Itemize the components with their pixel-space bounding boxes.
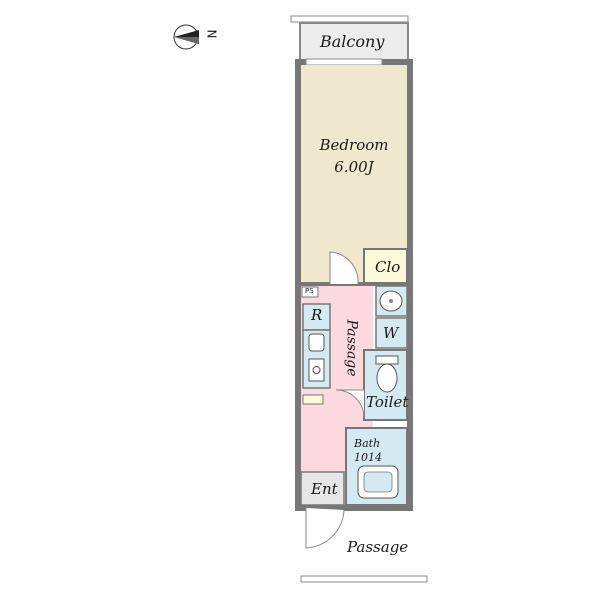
balcony-label: Balcony: [320, 32, 385, 51]
bath-label: Bath: [354, 437, 381, 450]
passage-outer-label: Passage: [347, 538, 409, 556]
outer-passage-rail: [300, 575, 428, 583]
pipe-space: [301, 286, 319, 298]
bedroom-door: [329, 251, 359, 285]
bedroom-label: Bedroom: [319, 136, 389, 154]
washer-label: W: [383, 324, 399, 342]
burner-icon: [312, 366, 321, 374]
closet-label: Clo: [375, 258, 401, 276]
balcony-rail: [290, 15, 409, 23]
passage-floor-lower: [301, 418, 346, 472]
toilet-tank-icon: [375, 355, 399, 365]
pipe-space-label: PS: [305, 287, 314, 295]
balcony-window: [305, 58, 383, 66]
compass-label: N: [204, 29, 219, 39]
bedroom-size-label: 6.00J: [334, 158, 374, 176]
entrance-label: Ent: [311, 480, 338, 498]
refrigerator-label: R: [311, 306, 323, 324]
front-door: [305, 508, 345, 549]
compass-icon: [173, 24, 199, 50]
entrance-floor: [300, 471, 345, 506]
toilet-bowl-icon: [376, 363, 398, 393]
bedroom-floor: [301, 65, 407, 283]
sink-icon: [308, 333, 325, 352]
stove-icon: [308, 358, 325, 382]
drain-icon: [389, 299, 393, 303]
step-icon: [302, 394, 324, 405]
bathtub-inner-icon: [363, 471, 393, 493]
bath-size-label: 1014: [354, 451, 382, 464]
balcony: [299, 22, 409, 62]
toilet-door: [335, 389, 365, 419]
washer-space: [375, 317, 408, 349]
passage-inner-label: Passage: [343, 319, 360, 377]
toilet-label: Toilet: [366, 393, 409, 411]
